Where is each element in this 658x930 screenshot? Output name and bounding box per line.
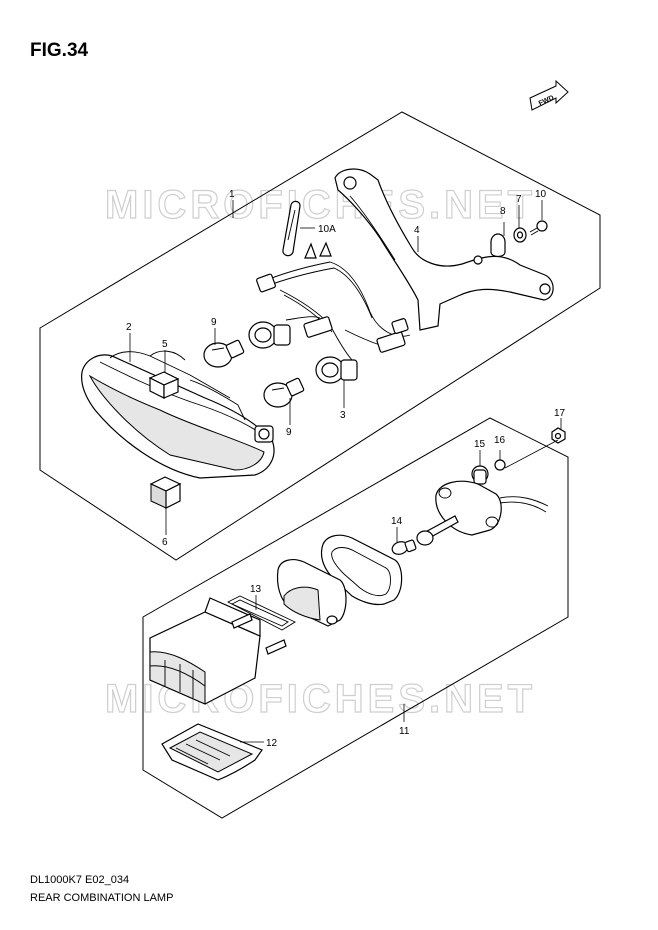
socket-upper <box>248 321 291 349</box>
bulb-lower <box>263 377 305 408</box>
part-6-cube <box>149 476 182 509</box>
washer-16 <box>494 459 506 471</box>
license-lamp-lens <box>276 559 347 627</box>
callout-2: 2 <box>126 322 132 333</box>
washer-7 <box>513 227 527 243</box>
grommet-15 <box>471 465 489 485</box>
gasket-13 <box>227 595 296 631</box>
callout-10: 10 <box>535 189 547 200</box>
assembly-outline-lower <box>142 417 569 819</box>
figure-title: FIG.34 <box>30 40 89 61</box>
license-lamp-housing <box>149 597 287 705</box>
fwd-arrow-icon: FWD <box>529 79 569 111</box>
callout-13: 13 <box>250 584 262 595</box>
wiring-harness <box>256 241 411 361</box>
callout-9-lower: 9 <box>286 427 292 438</box>
license-lamp-base <box>416 480 549 546</box>
leader-lines <box>129 200 562 743</box>
clip-10a <box>282 200 301 257</box>
diagram-name: REAR COMBINATION LAMP <box>30 892 174 904</box>
callout-6: 6 <box>162 537 168 548</box>
callout-16: 16 <box>494 435 506 446</box>
bracket-4 <box>334 168 554 331</box>
callout-9-upper: 9 <box>211 317 217 328</box>
callout-1: 1 <box>229 189 235 200</box>
reflector-12 <box>161 723 263 781</box>
callout-12: 12 <box>266 738 278 749</box>
callout-10a: 10A <box>318 224 336 235</box>
bulb-upper <box>203 339 245 368</box>
diagram-code: DL1000K7 E02_034 <box>30 874 130 886</box>
callout-7: 7 <box>516 194 522 205</box>
tail-lamp-housing <box>81 350 275 479</box>
nut-17 <box>551 427 566 444</box>
callout-15: 15 <box>474 439 486 450</box>
callout-8: 8 <box>500 206 506 217</box>
bulb-14 <box>391 539 417 555</box>
assembly-outline-upper <box>39 111 601 561</box>
callout-14: 14 <box>391 516 403 527</box>
part-5-pad <box>148 371 180 399</box>
callout-5: 5 <box>162 339 168 350</box>
socket-lower <box>315 356 358 384</box>
watermark-top: MICROFICHES.NET <box>105 183 536 227</box>
callout-11: 11 <box>399 726 410 737</box>
callout-3: 3 <box>340 410 346 421</box>
collar-8 <box>490 233 506 258</box>
callout-17: 17 <box>554 408 566 419</box>
screw-10 <box>529 220 548 236</box>
callout-4: 4 <box>414 225 420 236</box>
license-lens-frame <box>320 534 403 606</box>
